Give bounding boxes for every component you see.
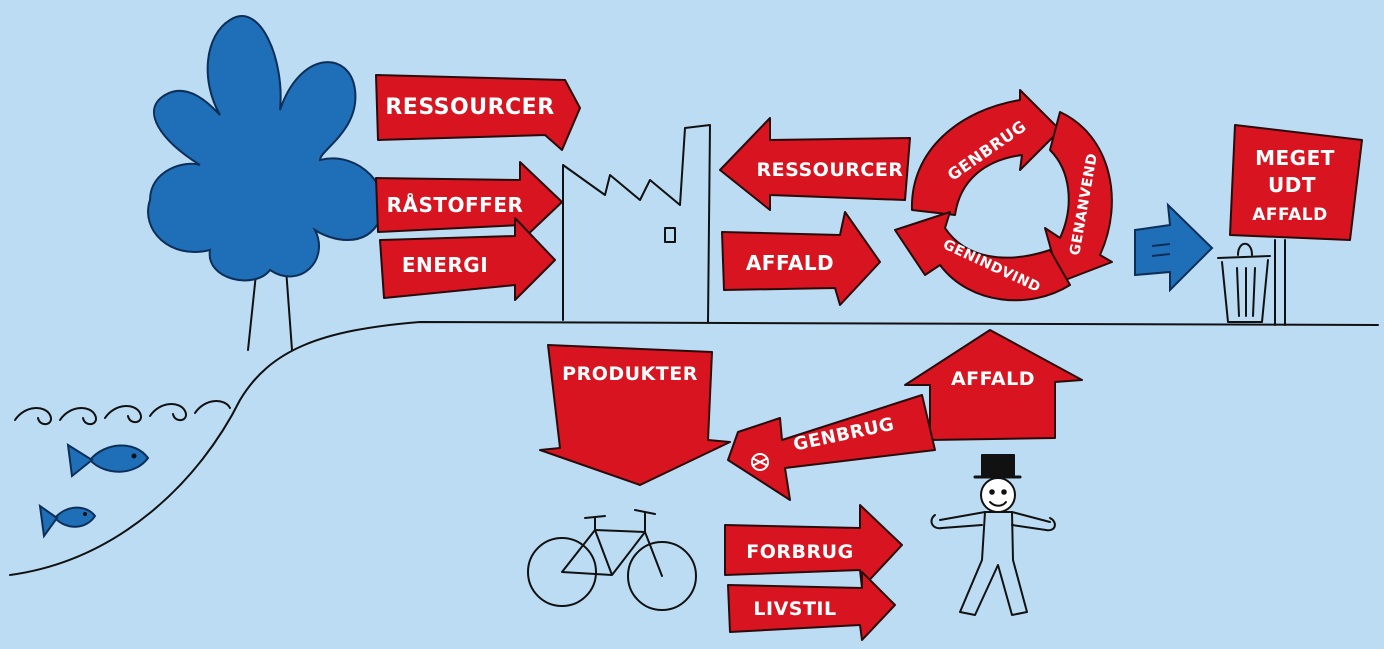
label-energi: ENERGI [402, 253, 488, 277]
label-rastoffer: RÅSTOFFER [387, 193, 524, 217]
recycle-icon [751, 453, 769, 471]
sign-meget-udt-affald: MEGET UDT AFFALD [1229, 124, 1363, 326]
cycle-genanvend: GENANVEND [1044, 111, 1113, 283]
cycle-genbrug: GENBRUG [910, 89, 1061, 216]
arrow-affald-out: AFFALD [721, 211, 881, 306]
tree-icon [147, 15, 385, 351]
label-affald-out: AFFALD [746, 251, 834, 275]
sign-line-3: AFFALD [1252, 205, 1328, 225]
blue-arrow-icon [1134, 202, 1214, 293]
fish-icon [38, 503, 97, 539]
label-ressourcer-back: RESSOURCER [757, 159, 904, 181]
arrow-forbrug: FORBRUG [724, 504, 903, 589]
ground-line [9, 321, 1379, 576]
arrow-ressourcer-in: RESSOURCER [375, 74, 581, 151]
arrow-produkter: PRODUKTER [539, 344, 731, 486]
bicycle-icon [527, 509, 697, 611]
person-icon [930, 454, 1056, 616]
label-produkter: PRODUKTER [562, 363, 698, 385]
arrow-energi: ENERGI [379, 217, 556, 301]
fish-icon [66, 443, 150, 478]
waves-icon [14, 400, 231, 426]
arrow-rastoffer: RÅSTOFFER [375, 161, 563, 241]
cycle-genindvind: GENINDVIND [894, 211, 1071, 302]
arrow-ressourcer-back: RESSOURCER [719, 117, 911, 211]
label-ressourcer-in: RESSOURCER [385, 95, 554, 120]
arrow-genbrug-bottom: GENBRUG [727, 394, 936, 501]
label-affald-up: AFFALD [951, 368, 1035, 390]
sign-line-1: MEGET [1255, 146, 1335, 170]
trash-can-icon [1217, 242, 1271, 323]
factory-icon [562, 124, 711, 323]
sign-line-2: UDT [1268, 173, 1316, 197]
label-forbrug: FORBRUG [746, 541, 853, 563]
arrow-livstil: LIVSTIL [727, 571, 896, 641]
arrow-affald-up: AFFALD [904, 329, 1083, 441]
label-livstil: LIVSTIL [753, 598, 836, 620]
